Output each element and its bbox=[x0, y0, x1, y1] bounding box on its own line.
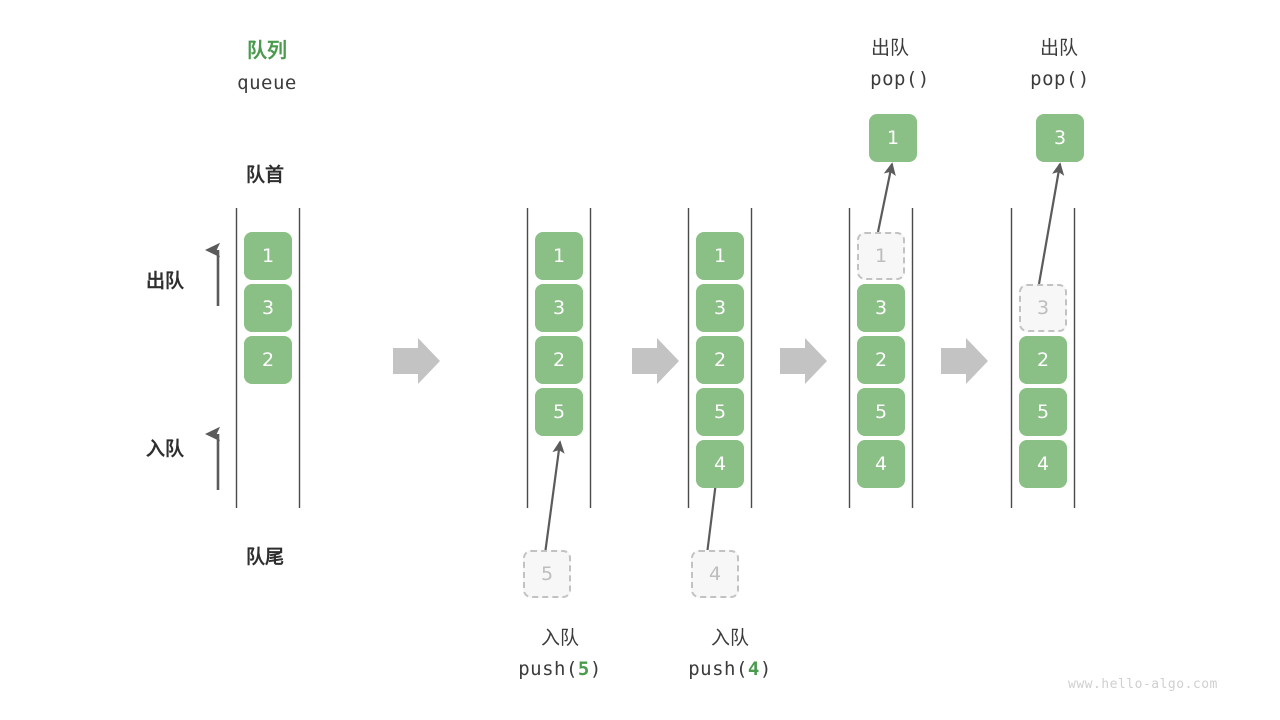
push-5-call-arg: 5 bbox=[577, 658, 590, 680]
diagram-title-cn: 队列 bbox=[247, 38, 287, 62]
push-5-call-prefix: push( bbox=[518, 658, 578, 680]
pop-1-op-call: pop() bbox=[870, 68, 930, 90]
push-5-op-title: 入队 bbox=[540, 627, 580, 649]
queue-cell-removed: 3 bbox=[1019, 284, 1067, 332]
pop-3-op-title: 出队 bbox=[1039, 37, 1079, 59]
queue-cell: 2 bbox=[1019, 336, 1067, 384]
dequeue-side-label: 出队 bbox=[146, 270, 185, 292]
queue-cell: 1 bbox=[244, 232, 292, 280]
step-arrow-3 bbox=[780, 338, 827, 384]
queue-cell: 2 bbox=[244, 336, 292, 384]
watermark: www.hello-algo.com bbox=[1068, 677, 1218, 692]
push-5-connector bbox=[543, 440, 565, 555]
pop-3-op-call: pop() bbox=[1030, 68, 1090, 90]
queue-cell: 4 bbox=[857, 440, 905, 488]
pop-1-call-prefix: pop( bbox=[870, 68, 918, 90]
queue-front-label: 队首 bbox=[245, 164, 285, 186]
queue-cell: 5 bbox=[1019, 388, 1067, 436]
push-5-call-suffix: ) bbox=[589, 658, 602, 680]
push-4-call-suffix: ) bbox=[759, 658, 772, 680]
step-arrow-2 bbox=[632, 338, 679, 384]
operation-connector-arrows bbox=[543, 162, 1065, 555]
push-4-op-call: push(4) bbox=[688, 658, 772, 680]
queue-cell: 1 bbox=[696, 232, 744, 280]
pop-1-op-title: 出队 bbox=[870, 37, 910, 59]
pop-3-call-suffix: ) bbox=[1077, 68, 1090, 90]
queue-cell: 3 bbox=[696, 284, 744, 332]
queue-rear-label: 队尾 bbox=[245, 546, 285, 568]
enqueue-side-label: 入队 bbox=[146, 438, 185, 460]
pop-1-connector bbox=[876, 162, 896, 233]
queue-cell: 5 bbox=[857, 388, 905, 436]
step-arrow-4 bbox=[941, 338, 988, 384]
pop-3-connector bbox=[1037, 162, 1065, 285]
queue-cell: 4 bbox=[1019, 440, 1067, 488]
queue-cell: 2 bbox=[696, 336, 744, 384]
queue-cell: 5 bbox=[696, 388, 744, 436]
step-arrow-1 bbox=[393, 338, 440, 384]
popped-element: 3 bbox=[1036, 114, 1084, 162]
queue-cell: 3 bbox=[857, 284, 905, 332]
pop-3-call-prefix: pop( bbox=[1030, 68, 1078, 90]
push-4-call-arg: 4 bbox=[747, 658, 760, 680]
queue-cell: 2 bbox=[535, 336, 583, 384]
queue-cell: 2 bbox=[857, 336, 905, 384]
queue-cell: 3 bbox=[535, 284, 583, 332]
detached-element: 5 bbox=[523, 550, 571, 598]
queue-cell-new: 4 bbox=[696, 440, 744, 488]
push-4-op-title: 入队 bbox=[710, 627, 750, 649]
queue-cell-new: 5 bbox=[535, 388, 583, 436]
popped-element: 1 bbox=[869, 114, 917, 162]
diagram-title-en: queue bbox=[237, 72, 297, 94]
queue-cell: 1 bbox=[535, 232, 583, 280]
push-5-op-call: push(5) bbox=[518, 658, 602, 680]
queue-cell: 3 bbox=[244, 284, 292, 332]
detached-element: 4 bbox=[691, 550, 739, 598]
queue-rails bbox=[235, 208, 1076, 508]
pop-1-call-suffix: ) bbox=[917, 68, 930, 90]
push-4-call-prefix: push( bbox=[688, 658, 748, 680]
queue-cell-removed: 1 bbox=[857, 232, 905, 280]
